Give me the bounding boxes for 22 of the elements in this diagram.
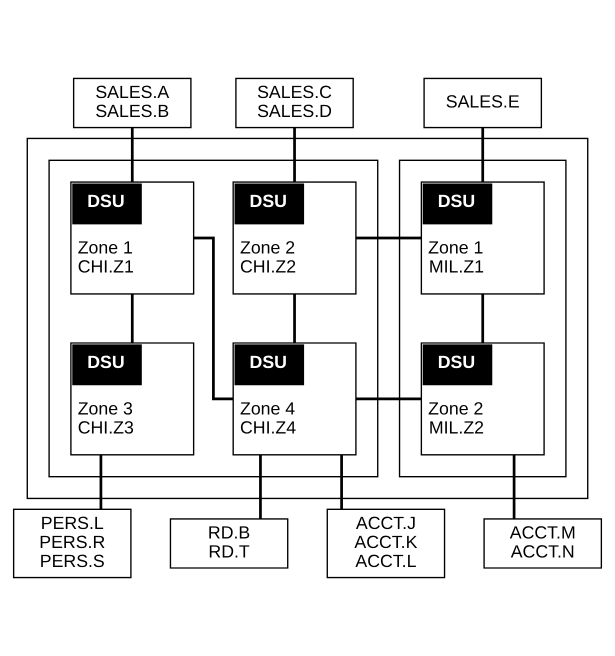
connector [293, 294, 296, 343]
connector [356, 236, 421, 240]
connector [481, 128, 484, 182]
connector [130, 294, 134, 343]
connector [100, 455, 102, 510]
node-box: SALES.A SALES.B [72, 78, 192, 128]
cluster [26, 138, 588, 500]
node-box: ACCT.M ACCT.N [483, 518, 602, 569]
connector [293, 128, 296, 182]
cluster [398, 160, 567, 478]
node-box: RD.B RD.T [170, 518, 288, 569]
connector [512, 455, 516, 519]
connector [356, 398, 421, 400]
node-box: SALES.C SALES.D [235, 78, 354, 128]
node-box: PERS.L PERS.R PERS.S [12, 508, 132, 578]
node-box: SALES.E [423, 78, 542, 128]
connector [481, 294, 484, 343]
connector [340, 455, 343, 510]
connector [259, 455, 262, 519]
cluster [48, 160, 378, 478]
node-box: ACCT.J ACCT.K ACCT.L [326, 508, 446, 578]
connector [130, 128, 134, 182]
